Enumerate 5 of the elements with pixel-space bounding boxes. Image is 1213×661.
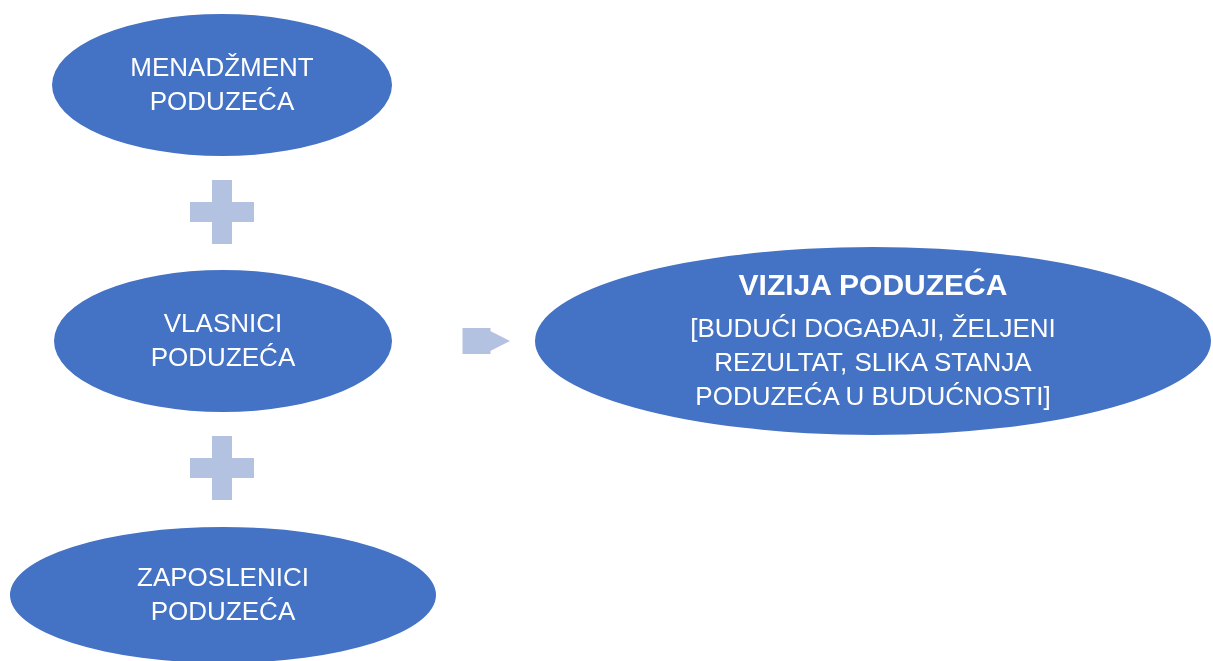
node-text: MENADŽMENT PODUZEĆA [129, 51, 315, 118]
node-text: ZAPOSLENICI PODUZEĆA [136, 561, 310, 628]
node-heading: VIZIJA PODUZEĆA [738, 268, 1008, 303]
node-text: [BUDUĆI DOGAĐAJI, ŽELJENI REZULTAT, SLIKA STANJA PODUZEĆA U BUDUĆNOSTI] [689, 312, 1057, 413]
node-text: VLASNICI PODUZEĆA [149, 307, 297, 374]
